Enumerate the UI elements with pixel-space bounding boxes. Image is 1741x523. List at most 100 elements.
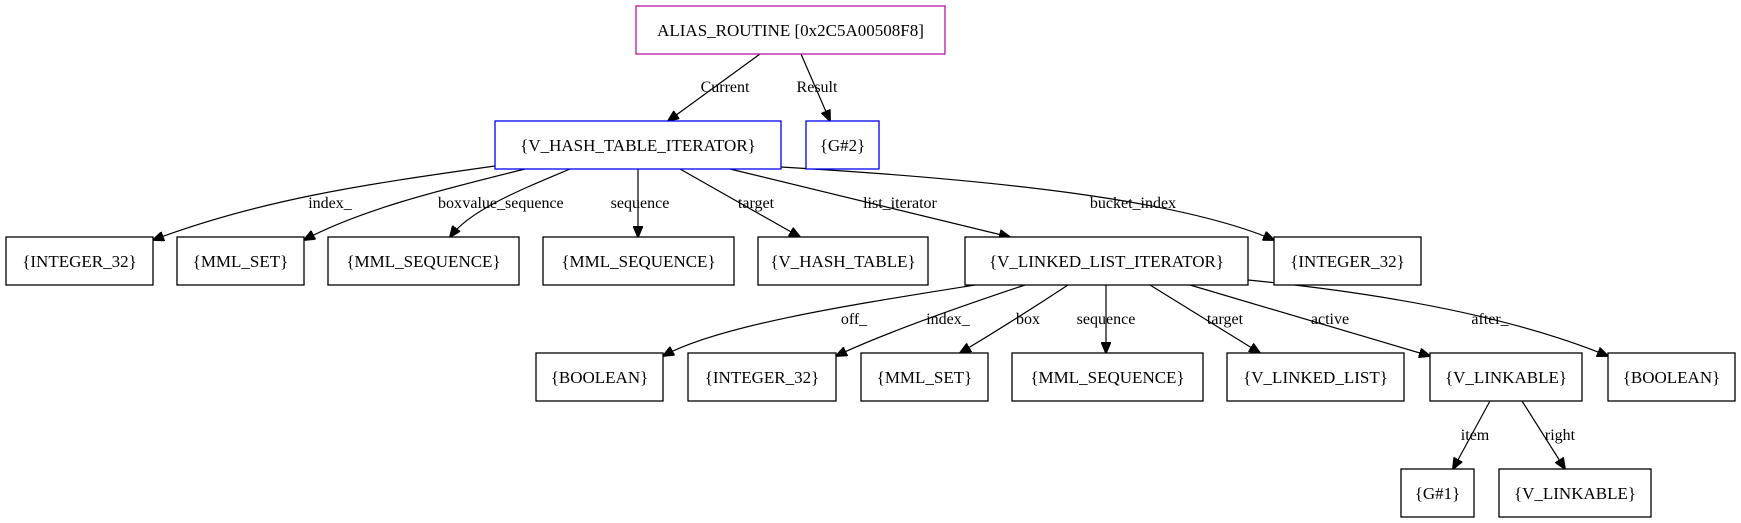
edge-line bbox=[1149, 284, 1260, 353]
edge-line bbox=[780, 166, 1274, 240]
edge-line bbox=[800, 53, 830, 121]
edge-vlink1-item: item bbox=[1453, 400, 1491, 469]
node-label: {MML_SEQUENCE} bbox=[1030, 368, 1184, 387]
node-g1: {G#1} bbox=[1400, 468, 1475, 518]
edge-label: sequence bbox=[1077, 311, 1136, 328]
node-vlink2: {V_LINKABLE} bbox=[1498, 468, 1652, 518]
edge-label: target bbox=[1207, 311, 1244, 328]
node-box bbox=[535, 352, 664, 402]
edge-hti-bucket-index: bucket_index bbox=[780, 166, 1274, 240]
node-vht: {V_HASH_TABLE} bbox=[757, 236, 929, 286]
node-mmlset2: {MML_SET} bbox=[860, 352, 989, 402]
edge-vlli-box: box bbox=[960, 284, 1069, 353]
node-label: {V_LINKED_LIST_ITERATOR} bbox=[989, 252, 1224, 271]
edge-line bbox=[668, 53, 761, 121]
edge-hti-sequence: sequence bbox=[611, 169, 670, 237]
node-box bbox=[1226, 352, 1405, 402]
edge-label: index_ bbox=[926, 311, 971, 328]
node-label: {G#2} bbox=[820, 136, 866, 155]
node-label: {V_LINKABLE} bbox=[1514, 484, 1636, 503]
edge-line bbox=[304, 168, 526, 240]
node-label: ALIAS_ROUTINE [0x2C5A00508F8] bbox=[657, 21, 924, 40]
edge-alias-current: Current bbox=[668, 53, 761, 121]
node-alias: ALIAS_ROUTINE [0x2C5A00508F8] bbox=[635, 5, 946, 55]
node-box bbox=[176, 236, 305, 286]
node-g2: {G#2} bbox=[805, 120, 880, 170]
node-box bbox=[805, 120, 880, 170]
node-mmlset1: {MML_SET} bbox=[176, 236, 305, 286]
edge-line bbox=[663, 284, 976, 356]
edge-line bbox=[679, 168, 800, 237]
edge-label: value_sequence bbox=[462, 195, 563, 212]
edge-vlli-sequence: sequence bbox=[1077, 285, 1136, 353]
node-label: {MML_SEQUENCE} bbox=[346, 252, 500, 271]
node-vlink1: {V_LINKABLE} bbox=[1429, 352, 1583, 402]
edge-hti-index: index_ bbox=[153, 165, 496, 240]
edge-label: list_iterator bbox=[863, 195, 937, 212]
node-label: {BOOLEAN} bbox=[1623, 368, 1721, 387]
node-box bbox=[1429, 352, 1583, 402]
edge-label: off_ bbox=[841, 311, 868, 328]
node-label: {INTEGER_32} bbox=[22, 252, 137, 271]
node-box bbox=[327, 236, 520, 286]
edge-label: box bbox=[1016, 311, 1040, 328]
edge-line bbox=[1453, 400, 1491, 469]
node-label: {MML_SET} bbox=[877, 368, 973, 387]
node-box bbox=[757, 236, 929, 286]
node-label: {MML_SEQUENCE} bbox=[561, 252, 715, 271]
node-box bbox=[635, 5, 946, 55]
edge-label: index_ bbox=[308, 195, 353, 212]
edge-label: target bbox=[738, 195, 775, 212]
node-box bbox=[1273, 236, 1422, 286]
edge-label: bucket_index bbox=[1090, 195, 1176, 212]
node-label: {BOOLEAN} bbox=[551, 368, 649, 387]
node-box bbox=[542, 236, 735, 286]
node-bool2: {BOOLEAN} bbox=[1607, 352, 1736, 402]
nodes-layer: ALIAS_ROUTINE [0x2C5A00508F8] {V_HASH_TAB… bbox=[5, 5, 1736, 518]
edge-label: box bbox=[438, 195, 462, 212]
edge-vlli-target: target bbox=[1149, 284, 1260, 353]
edge-line bbox=[1247, 279, 1608, 356]
node-vlli: {V_LINKED_LIST_ITERATOR} bbox=[964, 236, 1249, 286]
node-label: {V_HASH_TABLE_ITERATOR} bbox=[520, 136, 756, 155]
node-label: {INTEGER_32} bbox=[705, 368, 820, 387]
node-label: {V_LINKED_LIST} bbox=[1243, 368, 1388, 387]
node-box bbox=[1400, 468, 1475, 518]
node-label: {G#1} bbox=[1415, 484, 1461, 503]
edge-hti-value-sequence: value_sequence bbox=[450, 168, 571, 237]
node-mmlseq3: {MML_SEQUENCE} bbox=[1011, 352, 1204, 402]
edge-label: Result bbox=[797, 79, 838, 96]
edge-line bbox=[836, 284, 1026, 356]
edge-line bbox=[729, 168, 1010, 237]
node-mmlseq1: {MML_SEQUENCE} bbox=[327, 236, 520, 286]
edge-line bbox=[960, 284, 1069, 353]
edge-vlli-index: index_ bbox=[836, 284, 1026, 356]
edge-alias-result: Result bbox=[797, 53, 838, 121]
node-bool1: {BOOLEAN} bbox=[535, 352, 664, 402]
edge-hti-box: box bbox=[304, 168, 526, 240]
edge-label: right bbox=[1545, 427, 1576, 444]
edge-vlink1-right: right bbox=[1521, 400, 1576, 469]
node-box bbox=[1011, 352, 1204, 402]
node-label: {INTEGER_32} bbox=[1290, 252, 1405, 271]
edge-hti-list-iterator: list_iterator bbox=[729, 168, 1010, 237]
node-int1: {INTEGER_32} bbox=[5, 236, 154, 286]
node-label: {V_HASH_TABLE} bbox=[770, 252, 915, 271]
edge-label: sequence bbox=[611, 195, 670, 212]
node-mmlseq2: {MML_SEQUENCE} bbox=[542, 236, 735, 286]
node-box bbox=[1498, 468, 1652, 518]
edge-vlli-after: after_ bbox=[1247, 279, 1608, 356]
edge-hti-target: target bbox=[679, 168, 800, 237]
edge-label: after_ bbox=[1471, 311, 1509, 328]
node-label: {MML_SET} bbox=[193, 252, 289, 271]
node-box bbox=[494, 120, 782, 170]
node-box bbox=[964, 236, 1249, 286]
edge-line bbox=[1189, 284, 1430, 356]
node-hti: {V_HASH_TABLE_ITERATOR} bbox=[494, 120, 782, 170]
edge-vlli-off: off_ bbox=[663, 284, 976, 356]
node-box bbox=[860, 352, 989, 402]
node-vll: {V_LINKED_LIST} bbox=[1226, 352, 1405, 402]
edge-label: item bbox=[1461, 427, 1490, 444]
